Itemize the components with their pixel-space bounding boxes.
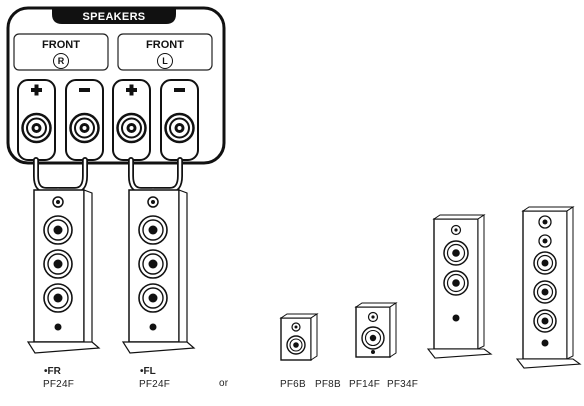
speaker-pf8b	[354, 302, 398, 358]
fl-model-label: PF24F	[139, 379, 171, 390]
speaker-fr-pf24f	[26, 189, 101, 354]
panel-title: SPEAKERS	[82, 11, 146, 23]
speaker-pf6b	[279, 313, 319, 361]
fr-model-label: PF24F	[43, 379, 75, 390]
terminal-r-plus	[17, 79, 56, 161]
separator-or: or	[219, 378, 229, 389]
terminal-r-minus	[65, 79, 104, 161]
terminal-l-plus	[112, 79, 151, 161]
channel-side-left: L	[157, 53, 173, 69]
fr-channel-label: •FR	[44, 366, 61, 377]
speaker-pf14f	[426, 214, 493, 359]
model-label-pf8b: PF8B	[315, 379, 341, 390]
model-label-pf14f: PF14F	[349, 379, 381, 390]
channel-side-right: R	[53, 53, 69, 69]
model-label-pf34f: PF34F	[387, 379, 419, 390]
channel-label-left: FRONT	[146, 39, 184, 51]
terminal-l-minus	[160, 79, 199, 161]
speaker-fl-pf24f	[121, 189, 196, 354]
fl-channel-label: •FL	[140, 366, 156, 377]
speaker-pf34f	[515, 206, 582, 369]
channel-label-right: FRONT	[42, 39, 80, 51]
model-label-pf6b: PF6B	[280, 379, 306, 390]
